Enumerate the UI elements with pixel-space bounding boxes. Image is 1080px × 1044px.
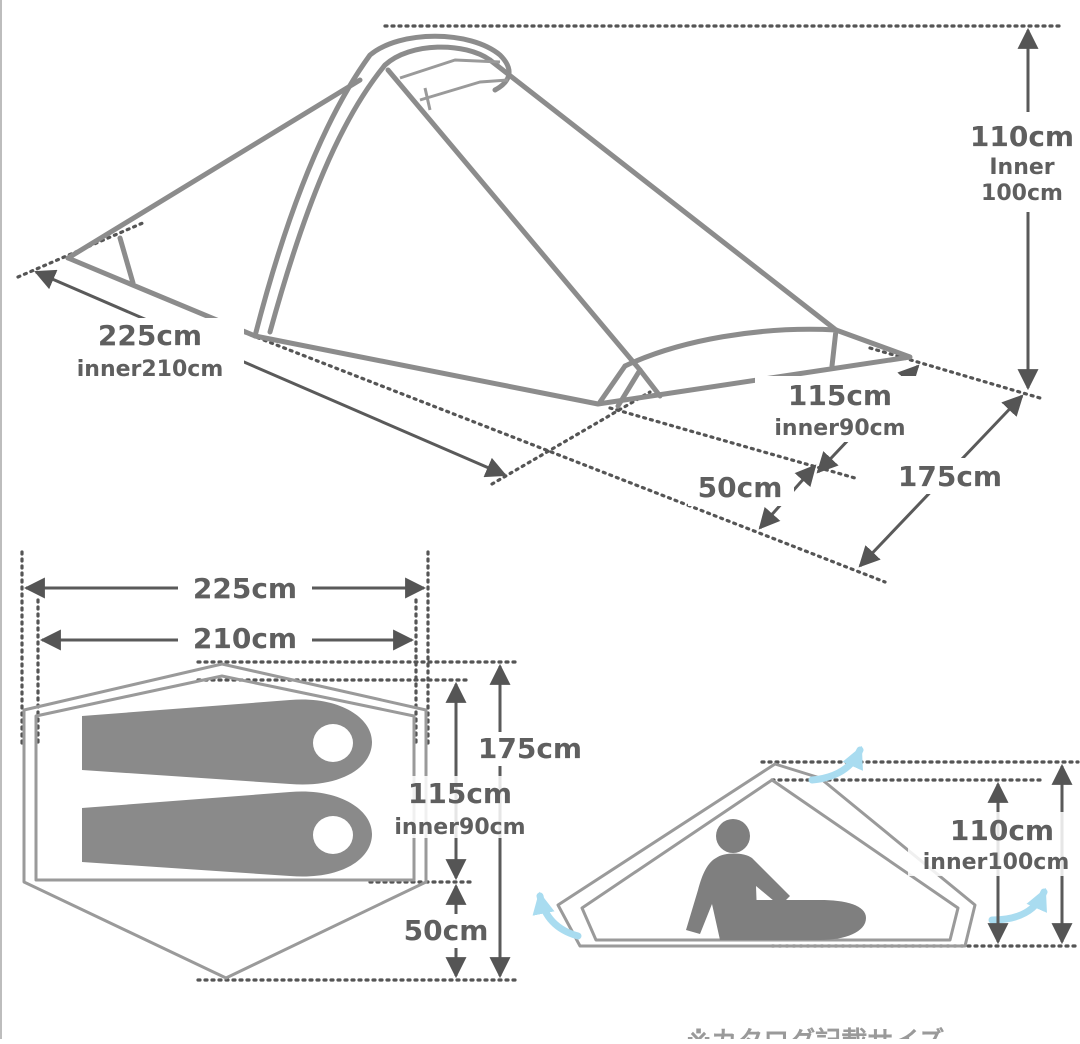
top-fly-outline: [22, 662, 428, 980]
vent-arrow-right: [988, 887, 1048, 924]
side-height-label-bg: [908, 812, 1080, 876]
width-inner-label: inner90cm: [774, 416, 905, 441]
total-width-label-bg: [885, 458, 1015, 494]
top-vestibule-label: 50cm: [404, 914, 489, 947]
top-inner-width-bg: [378, 776, 542, 838]
top-inner-width-sub: inner90cm: [394, 815, 525, 840]
guide-front-corner: [490, 390, 652, 486]
top-view: 225cm 210cm 175cm 115cm inner90cm 50cm: [20, 550, 592, 982]
side-view: 110cm inner100cm: [532, 745, 1080, 948]
top-vestibule-bg: [396, 914, 494, 948]
length-arrow: [34, 269, 507, 478]
length-label-bg: [58, 318, 244, 384]
vestibule-label-bg: [688, 470, 794, 506]
height-inner-value: 100cm: [981, 181, 1063, 206]
width-outer-label: 115cm: [788, 379, 892, 412]
vestibule-label: 50cm: [698, 471, 783, 504]
seated-person-figure: [686, 819, 866, 940]
top-total-width-bg: [466, 732, 592, 766]
vent-arrow-left: [532, 891, 582, 940]
side-inner-outline: [580, 778, 960, 942]
footer-note: ※カタログ記載サイズ: [686, 1026, 945, 1039]
top-inner-width-label: 115cm: [408, 777, 512, 810]
length-inner-label: inner210cm: [77, 357, 224, 382]
height-outer-label: 110cm: [970, 120, 1074, 153]
total-width-label: 175cm: [898, 460, 1002, 493]
tent-isometric-drawing: [65, 33, 913, 409]
vent-arrow-top: [808, 745, 864, 784]
height-inner-caption: Inner: [989, 155, 1054, 180]
sleeping-bag-lower: [82, 791, 372, 877]
top-length-outer-bg: [178, 570, 312, 606]
isometric-view: 110cm Inner 100cm 225cm inner210cm 115cm…: [16, 24, 1080, 584]
top-length-inner-bg: [178, 622, 312, 658]
guide-long-base: [236, 328, 887, 584]
side-height-inner-label: inner100cm: [923, 850, 1070, 875]
length-outer-label: 225cm: [98, 319, 202, 352]
height-label-bg: [960, 112, 1080, 212]
top-length-inner-label: 210cm: [193, 622, 297, 655]
top-length-outer-label: 225cm: [193, 572, 297, 605]
side-height-outer-label: 110cm: [950, 814, 1054, 847]
sleeping-bag-upper: [82, 699, 372, 785]
top-total-width-label: 175cm: [478, 732, 582, 765]
side-fly-outline: [556, 762, 977, 948]
